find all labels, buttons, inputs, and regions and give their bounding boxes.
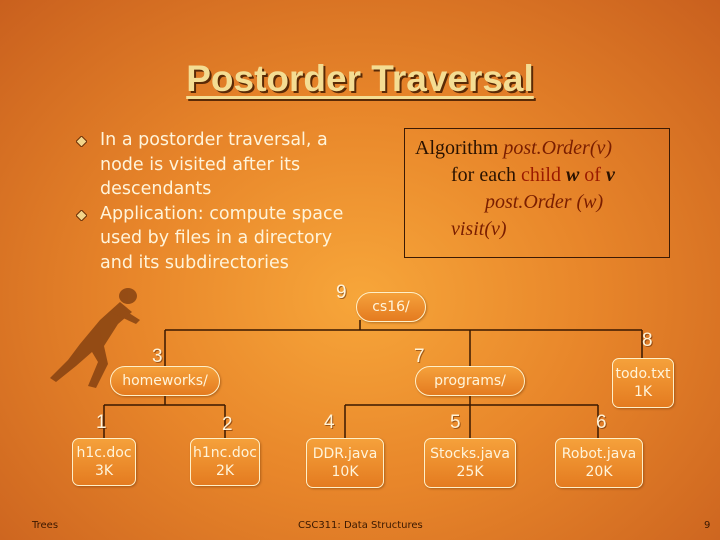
file-name: h1nc.doc <box>193 445 257 461</box>
visit-order-6: 6 <box>596 412 607 433</box>
bullet-list: In a postorder traversal, a node is visi… <box>76 128 386 275</box>
of-word: of <box>584 164 601 186</box>
file-size: 10K <box>331 464 359 480</box>
bullet-icon <box>76 136 87 147</box>
tree-node-h1nc: h1nc.doc 2K <box>190 438 260 486</box>
tree-node-robot: Robot.java 20K <box>555 438 643 488</box>
footer-left: Trees <box>32 520 59 531</box>
visit-order-3: 3 <box>152 346 163 367</box>
node-label: cs16/ <box>372 299 410 315</box>
bullet-item: In a postorder traversal, a node is visi… <box>76 128 386 202</box>
bullet-item: Application: compute space used by files… <box>76 202 386 276</box>
for-each-keyword: for each <box>451 164 516 186</box>
file-size: 25K <box>456 464 484 480</box>
child-word: child <box>520 164 561 186</box>
file-name: Stocks.java <box>430 446 510 462</box>
bullet-line: Application: compute space <box>100 203 344 224</box>
algorithm-function: post.Order(v) <box>503 137 613 159</box>
file-name: Robot.java <box>561 446 637 462</box>
page-title: Postorder Traversal <box>186 58 534 99</box>
algorithm-box: Algorithm post.Order(v) for each child w… <box>404 128 670 258</box>
node-label: programs/ <box>434 373 506 389</box>
bullet-line: node is visited after its <box>100 154 301 175</box>
visit-order-1: 1 <box>96 412 107 433</box>
bullet-line: used by files in a directory <box>100 228 333 248</box>
algorithm-keyword: Algorithm <box>415 137 499 159</box>
bullet-line: In a postorder traversal, a <box>100 130 328 150</box>
algorithm-line-3: post.Order (w) <box>485 191 604 213</box>
file-name: h1c.doc <box>76 445 132 461</box>
tree-node-ddr: DDR.java 10K <box>306 438 384 488</box>
tree-node-root: cs16/ <box>356 292 426 322</box>
footer-center: CSC311: Data Structures <box>298 520 423 531</box>
algorithm-line-2: for each child w of v <box>451 162 615 188</box>
bullet-icon <box>76 209 87 221</box>
file-size: 2K <box>215 463 235 479</box>
file-size: 1K <box>633 384 653 400</box>
algorithm-line-4: visit(v) <box>451 218 507 240</box>
file-name: todo.txt <box>615 366 671 382</box>
node-label: homeworks/ <box>122 373 208 389</box>
file-size: 3K <box>94 463 114 479</box>
visit-order-5: 5 <box>450 412 461 433</box>
file-size: 20K <box>585 464 613 480</box>
bullet-line: descendants <box>100 179 212 199</box>
visit-order-9: 9 <box>336 282 347 303</box>
runner-illustration <box>50 288 140 388</box>
algorithm-line-1: Algorithm post.Order(v) <box>415 135 612 161</box>
tree-node-todo: todo.txt 1K <box>612 358 674 408</box>
file-name: DDR.java <box>312 446 378 462</box>
visit-order-2: 2 <box>222 414 233 435</box>
tree-node-homeworks: homeworks/ <box>110 366 220 396</box>
var-w: w <box>565 164 580 186</box>
tree-node-h1c: h1c.doc 3K <box>72 438 136 486</box>
visit-order-8: 8 <box>642 330 653 351</box>
tree-node-programs: programs/ <box>415 366 525 396</box>
var-v: v <box>605 164 615 186</box>
visit-order-7: 7 <box>414 346 425 367</box>
bullet-line: and its subdirectories <box>100 252 289 273</box>
tree-node-stocks: Stocks.java 25K <box>424 438 516 488</box>
visit-order-4: 4 <box>324 412 335 433</box>
page-number: 9 <box>704 520 711 531</box>
